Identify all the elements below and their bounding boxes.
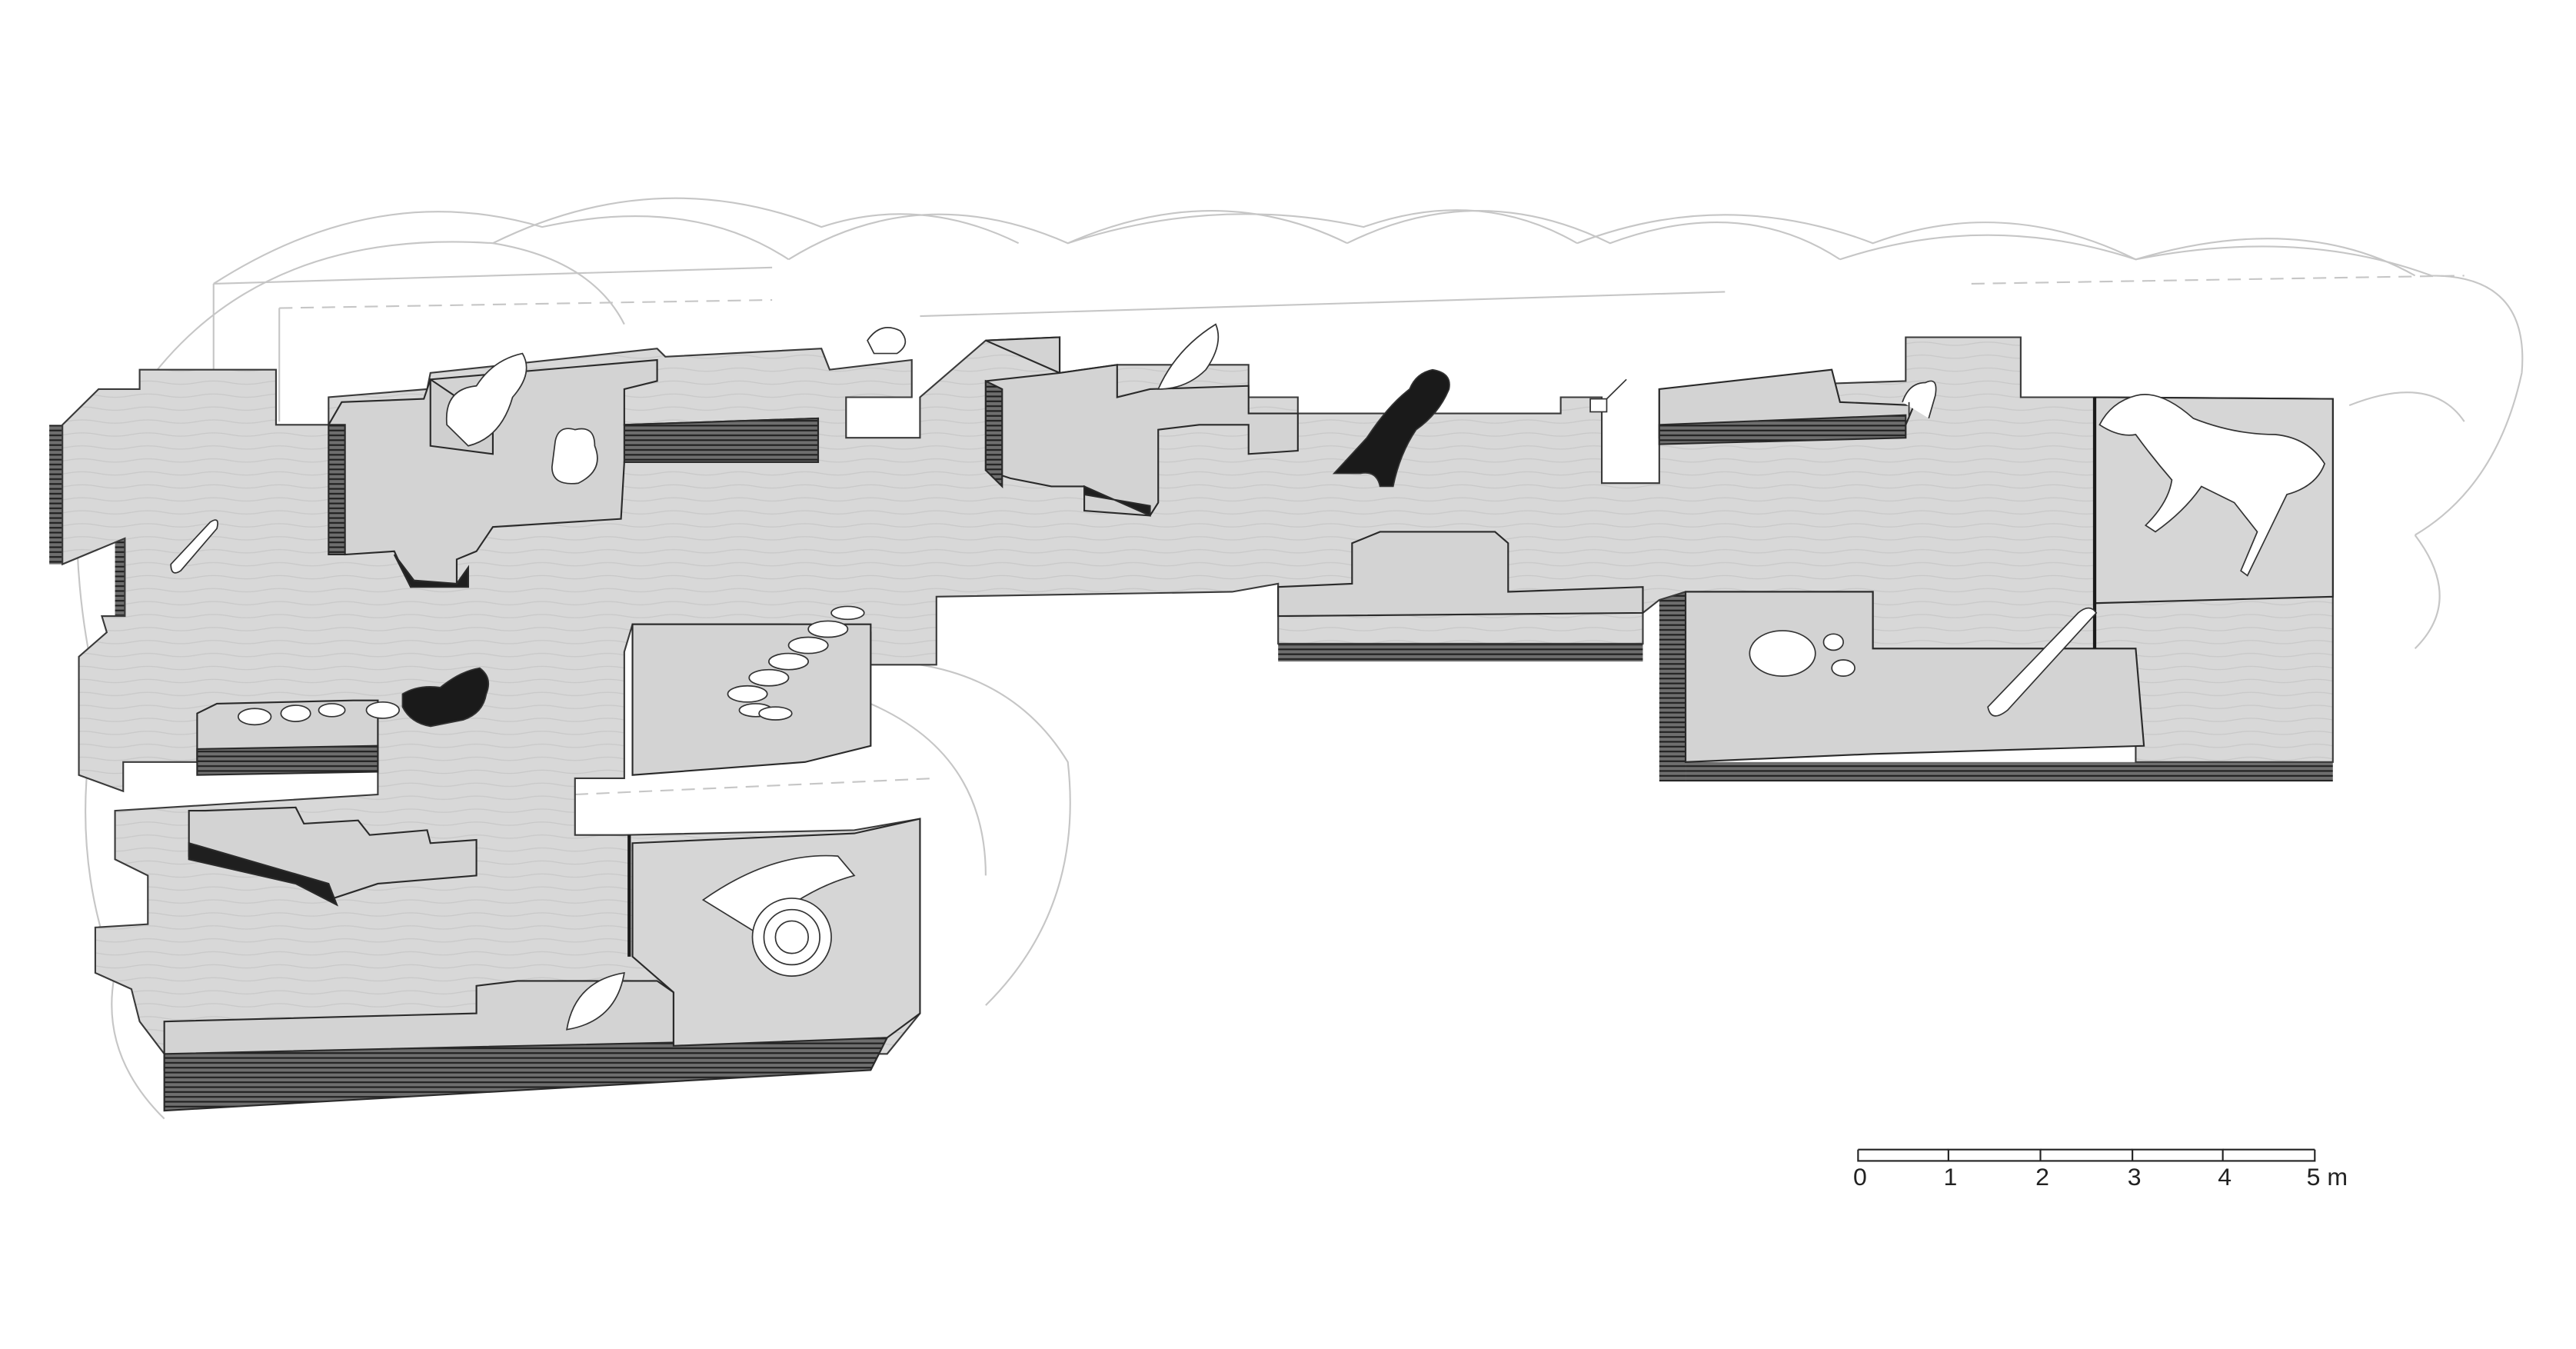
rock-icon bbox=[445, 352, 528, 447]
box-icon bbox=[1589, 398, 1608, 413]
skull-icon bbox=[867, 327, 907, 355]
skeleton-icon bbox=[727, 605, 865, 721]
scale-tick-4: 4 bbox=[2218, 1163, 2232, 1191]
seated-figure-icon bbox=[401, 667, 490, 728]
plinths bbox=[163, 336, 2334, 1112]
human-figure-icon bbox=[1332, 368, 1450, 488]
leaf-icon bbox=[566, 971, 625, 1031]
giraffe-icon bbox=[2098, 394, 2326, 577]
scale-tick-3: 3 bbox=[2128, 1163, 2142, 1191]
scale-tick-0: 0 bbox=[1853, 1163, 1867, 1191]
tusk-icon bbox=[1987, 607, 2098, 717]
scale-tick-1: 1 bbox=[1943, 1163, 1957, 1191]
shell-icon bbox=[237, 701, 401, 726]
exhibit-objects bbox=[170, 323, 2326, 1031]
scale-bar bbox=[1857, 1148, 2316, 1162]
animal-icon bbox=[1902, 380, 1937, 419]
boat-icon bbox=[1157, 323, 1220, 390]
rock-icon bbox=[551, 428, 598, 485]
scale-tick-5: 5 m bbox=[2307, 1163, 2348, 1191]
roll-icon bbox=[701, 854, 856, 977]
scale-tick-2: 2 bbox=[2035, 1163, 2049, 1191]
scale-bar-labels: 0 1 2 3 4 5 m bbox=[1853, 1163, 2348, 1191]
egg-icon bbox=[1749, 630, 1855, 677]
bone-icon bbox=[170, 519, 218, 574]
